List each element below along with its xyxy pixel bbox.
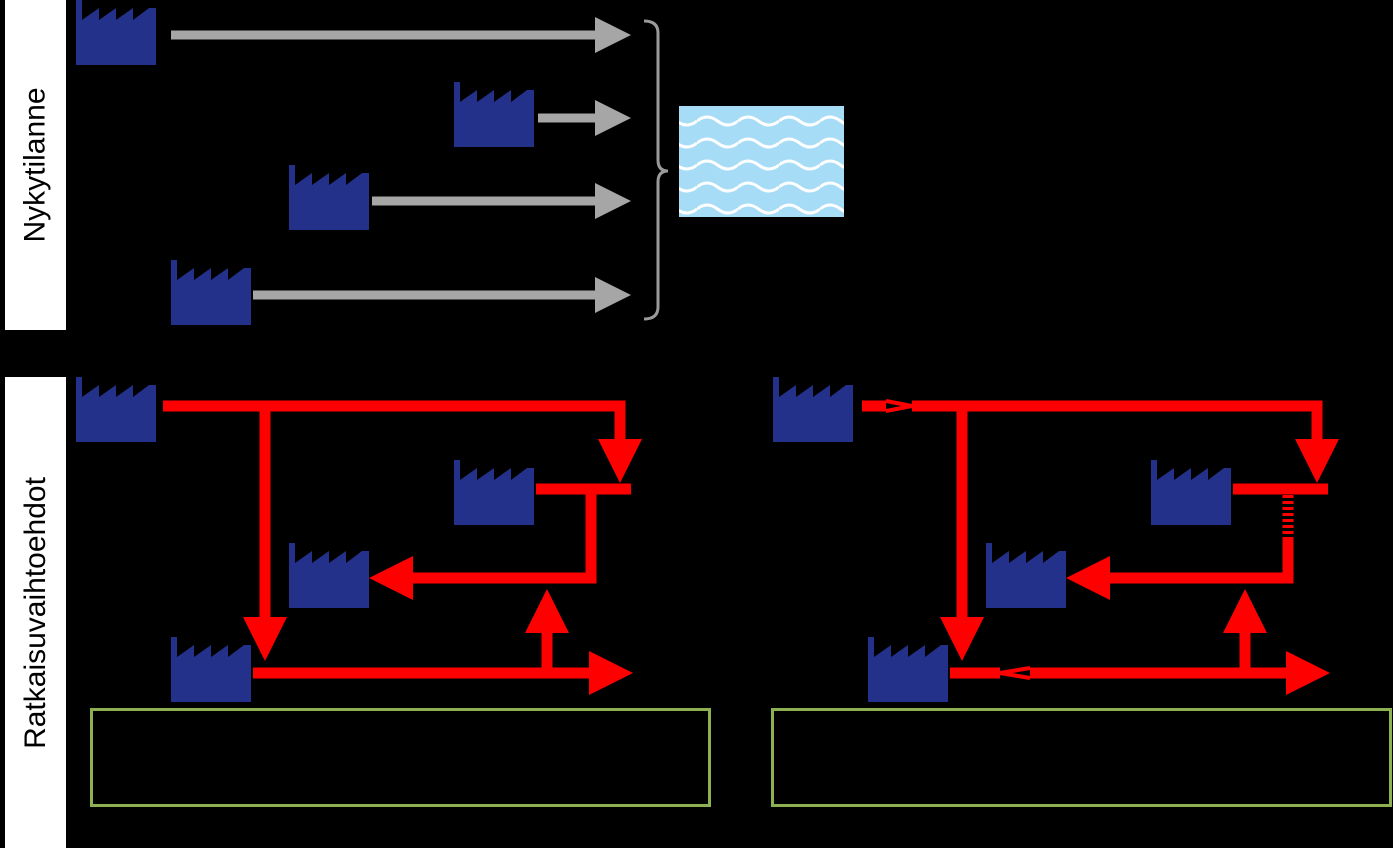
factory-icon bbox=[76, 377, 156, 442]
solution-options-label-panel: Ratkaisuvaihtoehdot bbox=[5, 377, 66, 848]
option-b-note-box bbox=[771, 708, 1392, 807]
solution-option-b bbox=[773, 377, 1339, 702]
factory-icon bbox=[289, 165, 369, 230]
factory-icon bbox=[454, 460, 534, 525]
current-state-section bbox=[76, 0, 844, 325]
factory-icon bbox=[773, 377, 853, 442]
pipe-break-marker bbox=[862, 399, 913, 413]
factory-icon bbox=[76, 0, 156, 65]
factory-icon bbox=[289, 543, 369, 608]
factory-icon bbox=[868, 637, 948, 702]
factory-icon bbox=[1151, 460, 1231, 525]
factory-icon bbox=[454, 82, 534, 147]
pipeline-network bbox=[912, 400, 1339, 695]
current-state-label-panel: Nykytilanne bbox=[5, 0, 66, 330]
grouping-bracket bbox=[643, 19, 669, 321]
factory-icon bbox=[171, 260, 251, 325]
water-body-icon bbox=[679, 106, 844, 217]
option-a-note-box bbox=[90, 708, 711, 807]
pipeline-network bbox=[163, 400, 642, 695]
factory-icon bbox=[986, 543, 1066, 608]
factory-icon bbox=[171, 637, 251, 702]
solution-option-a bbox=[76, 377, 642, 702]
pipe-break-marker bbox=[950, 666, 1031, 680]
